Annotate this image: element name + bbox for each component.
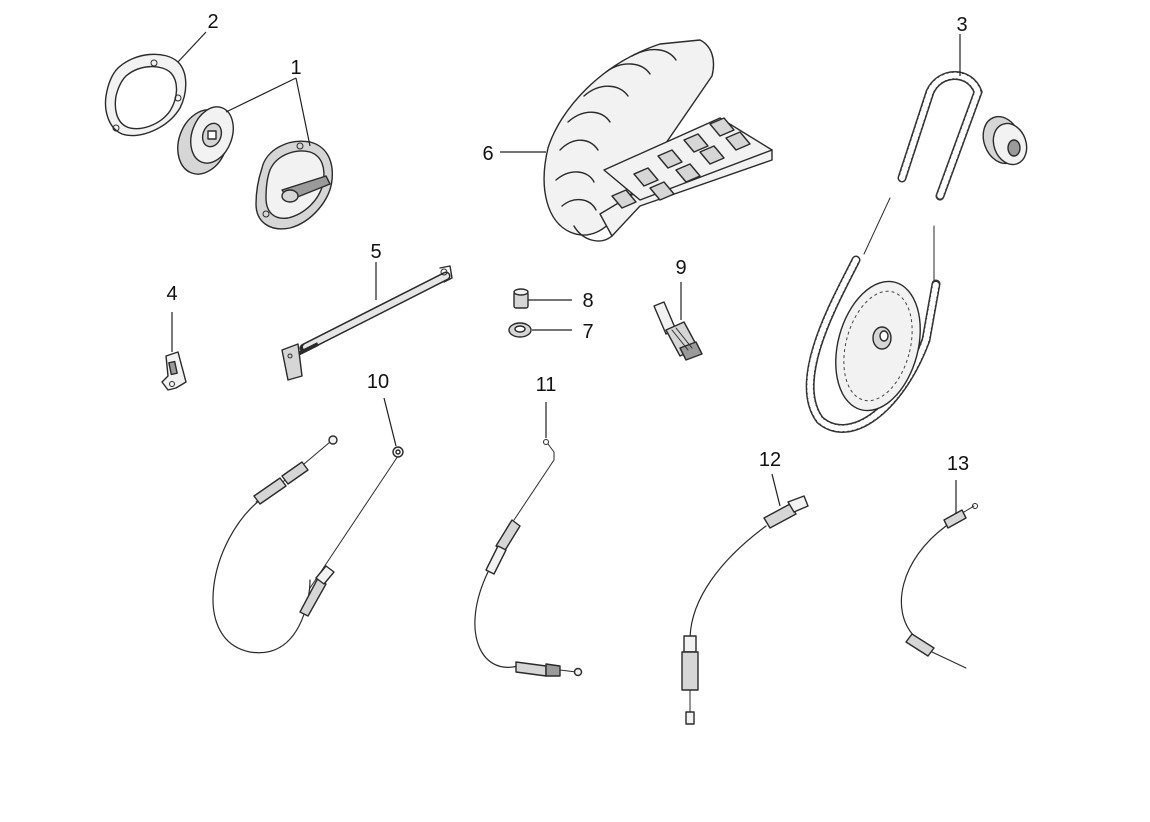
label-part-12: 12 [759,449,781,471]
label-part-7: 7 [582,321,593,343]
part-9-spark-plug[interactable] [653,301,703,361]
part-1-fan-housing-assembly[interactable] [169,101,333,230]
track-lugs [611,117,751,209]
part-labels: 1 2 3 4 5 6 7 8 9 10 11 12 13 [166,11,969,475]
part-4-bracket[interactable] [161,351,187,391]
part-13-control-cable[interactable] [900,503,978,669]
label-part-3: 3 [956,14,967,36]
label-part-2: 2 [207,11,218,33]
part-8-spacer[interactable] [513,288,529,309]
housing [255,140,333,230]
part-2-gasket[interactable] [104,53,187,137]
lower-pulley [835,280,921,412]
label-part-9: 9 [675,257,686,279]
label-part-5: 5 [370,241,381,263]
pulley [177,106,234,175]
label-part-10: 10 [367,371,389,393]
label-part-4: 4 [166,283,177,305]
part-7-washer[interactable] [508,322,532,338]
leader-lines [171,31,961,514]
label-part-13: 13 [947,453,969,475]
label-part-1: 1 [290,57,301,79]
upper-pulley [982,115,1028,166]
part-10-throttle-cable[interactable] [212,435,404,654]
part-3-drive-belt[interactable] [805,71,1032,433]
part-6-track[interactable] [543,39,773,242]
part-12-choke-cable[interactable] [681,495,809,725]
part-11-brake-cable[interactable] [474,439,583,677]
track-cleats [555,49,677,211]
part-5-gas-strut[interactable] [281,265,453,381]
label-part-11: 11 [536,374,557,396]
label-part-6: 6 [482,143,493,165]
label-part-8: 8 [582,290,593,312]
